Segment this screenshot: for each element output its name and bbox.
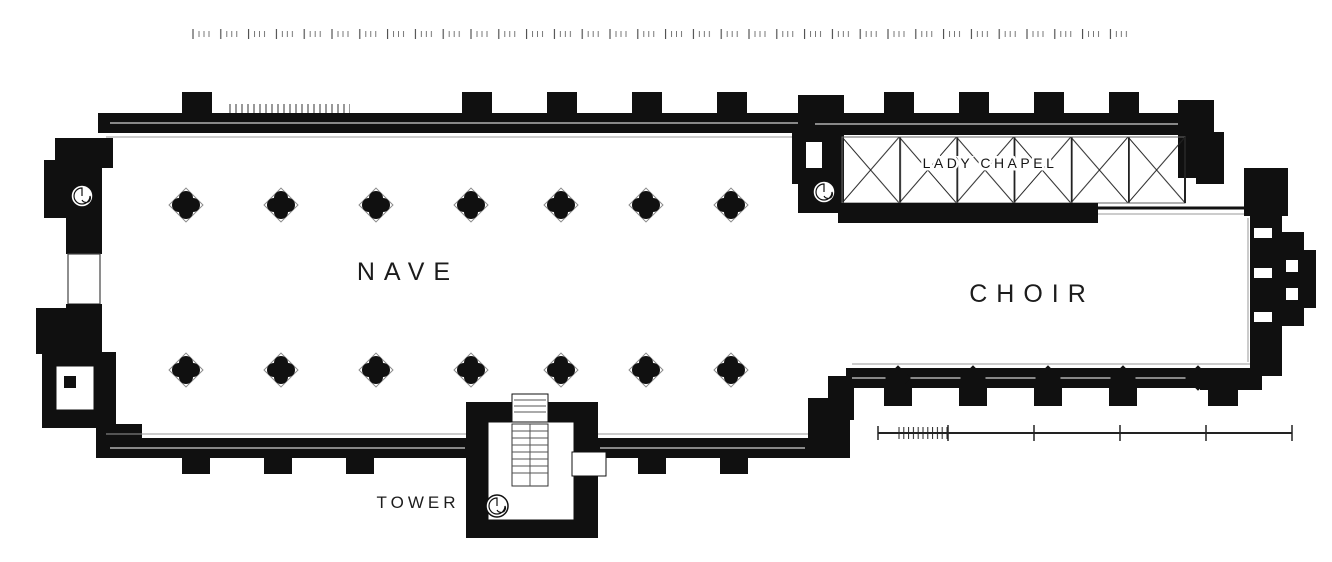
tower-label: TOWER [377, 493, 460, 512]
east-end [1244, 168, 1316, 376]
choir-north-wall [810, 92, 1224, 184]
top-scale-ruler [190, 28, 1135, 40]
choir-label: CHOIR [969, 280, 1095, 308]
lady-chapel-vaults [841, 136, 1186, 204]
plan-ink [36, 92, 1316, 538]
west-front [36, 138, 142, 458]
west-door [67, 253, 101, 305]
nave-north-wall [98, 92, 812, 138]
lady-chapel [838, 136, 1250, 223]
spiral-stair-icon [812, 180, 836, 204]
junction-north [792, 95, 844, 213]
scale-bar [877, 425, 1293, 441]
nave-label: NAVE [357, 258, 459, 286]
choir-south-wall [846, 363, 1262, 406]
nave-piers [168, 187, 749, 388]
spiral-stair-icon [70, 184, 94, 208]
nave-south-wall [98, 433, 812, 474]
junction-south [808, 376, 854, 458]
spiral-stair-icon [485, 494, 509, 518]
tower [466, 393, 607, 538]
lady-chapel-label: LADY CHAPEL [923, 155, 1058, 171]
